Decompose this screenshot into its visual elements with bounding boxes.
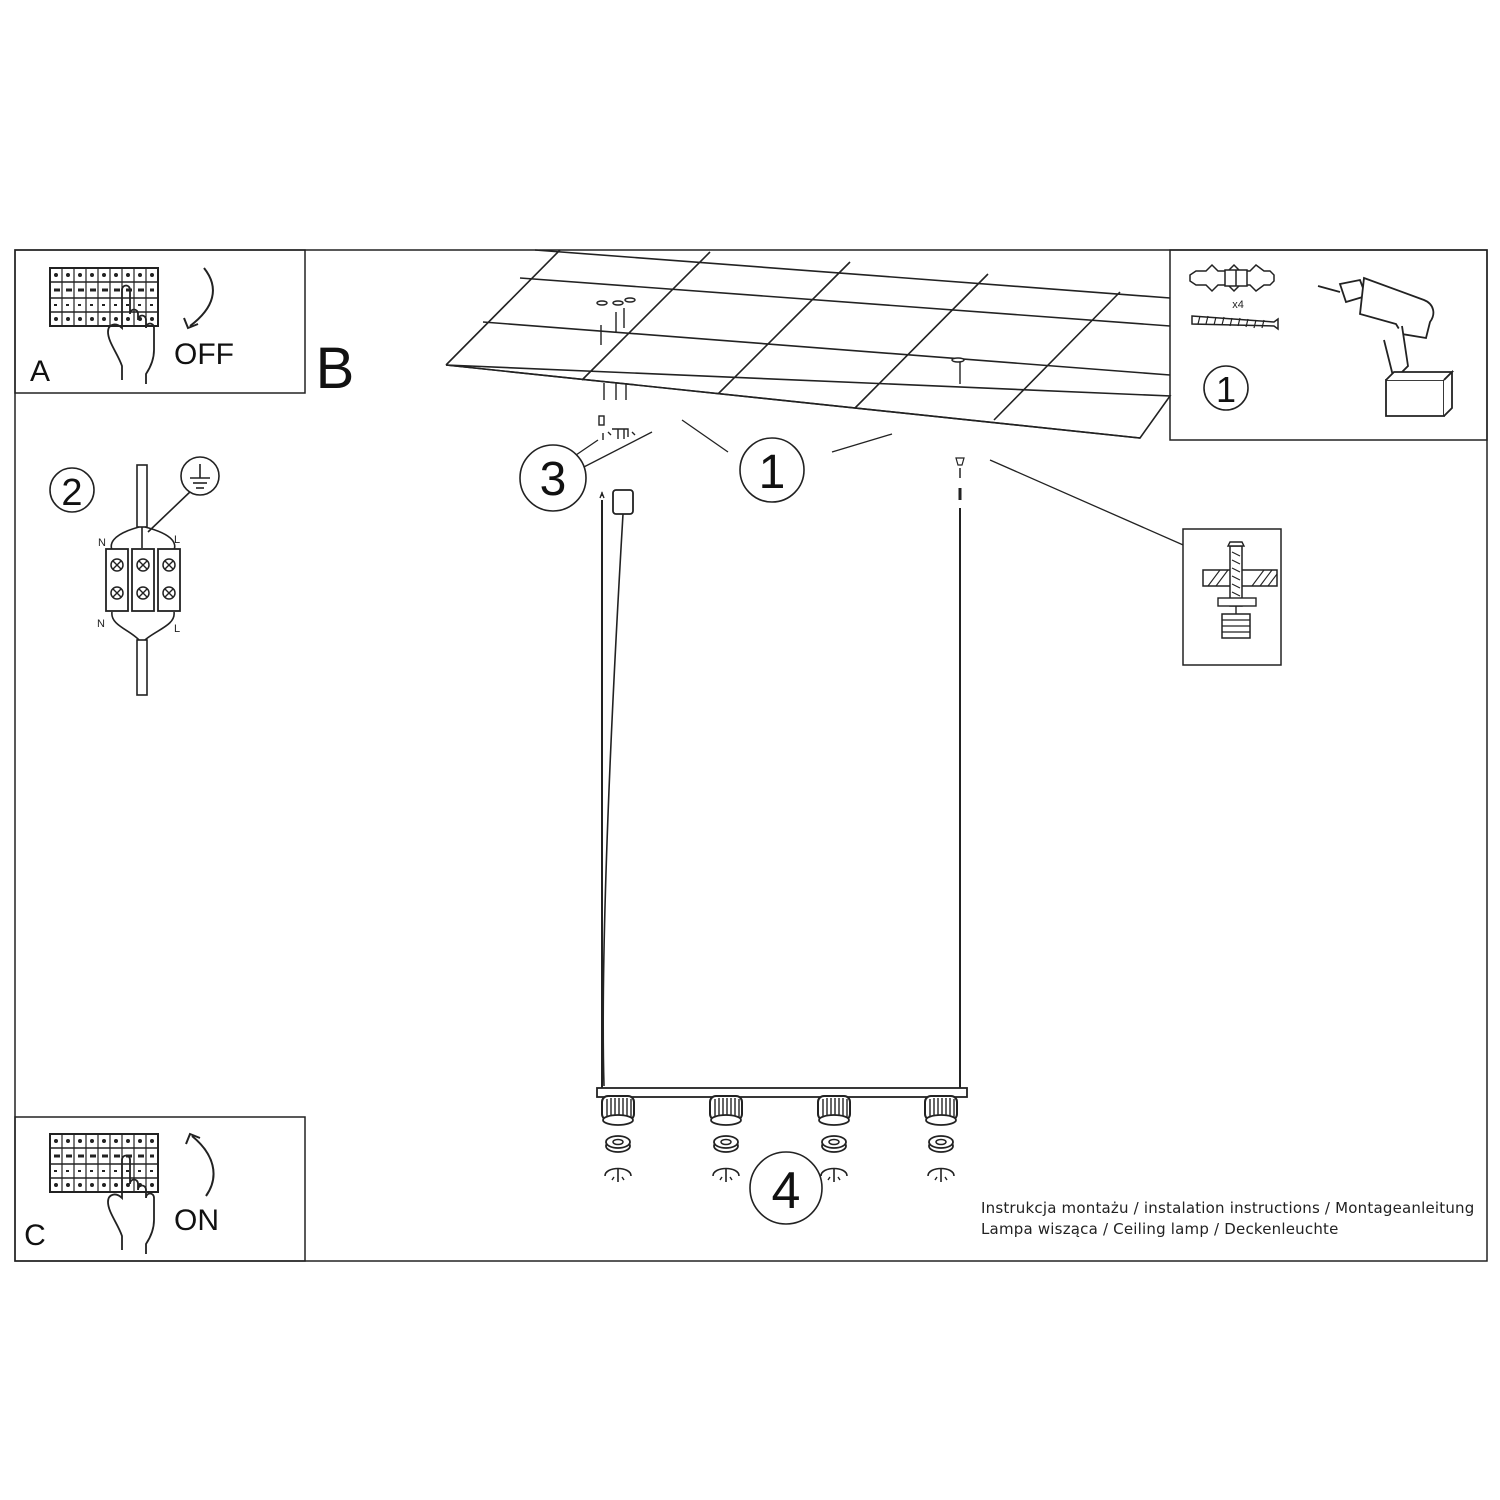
anchor-count: x4 [1232,299,1244,311]
ceiling-anchor-left [596,297,636,400]
panel-b-letter: B [316,336,355,401]
drill-icon [1317,276,1455,417]
wire-l-top: L [174,534,180,546]
step-4-label: 4 [772,1162,801,1220]
panel-c-frame [14,1116,306,1262]
bulb-set-3 [820,1135,848,1183]
product-title: Lampa wisząca / Ceiling lamp / Deckenleu… [981,1220,1339,1238]
page-frame [14,249,1488,1262]
panel-c-letter: C [24,1219,46,1252]
leader-lines [575,419,1191,549]
step-1-circle [739,437,805,503]
step-2-label: 2 [61,472,82,514]
on-label: ON [174,1204,219,1237]
power-cable [602,513,624,1087]
bulb-set-2 [712,1135,740,1183]
lamp-assembly [596,457,968,1183]
panel-a-frame [14,249,306,394]
wall-anchor-icon [1189,263,1275,293]
step-3-circle [519,444,587,512]
lampshade-4 [924,1095,958,1126]
bulb-set-1 [604,1135,632,1183]
lampshade-3 [817,1095,851,1126]
tools-step-circle [1203,365,1249,411]
canopy-box [612,489,634,515]
wire-n-top: N [98,537,106,549]
step-2-circle [49,467,95,513]
lampshade-1 [601,1095,635,1126]
lamp-bar [596,1087,968,1098]
lampshade-2 [709,1095,743,1126]
wire-n-bottom: N [97,618,105,630]
ceiling-anchor-right [951,357,965,384]
wire-l-bottom: L [174,623,180,635]
step-1-label: 1 [759,446,786,499]
ceiling-grid [445,249,1172,439]
screw-icon [1191,315,1279,331]
anchor-detail [1182,528,1282,666]
bulb-set-4 [927,1135,955,1183]
breaker-on-icon [48,1132,215,1255]
tools-panel-frame [1169,249,1488,441]
step-4-circle [749,1151,823,1225]
panel-a-letter: A [30,355,50,388]
off-label: OFF [174,338,234,371]
canopy-bracket [598,415,636,440]
instructions-title: Instrukcja montażu / instalation instruc… [981,1199,1475,1217]
wiring-detail: 2 N L N L [49,456,220,696]
tools-step-label: 1 [1216,369,1236,410]
breaker-off-icon [48,266,214,385]
step-3-label: 3 [540,453,567,506]
